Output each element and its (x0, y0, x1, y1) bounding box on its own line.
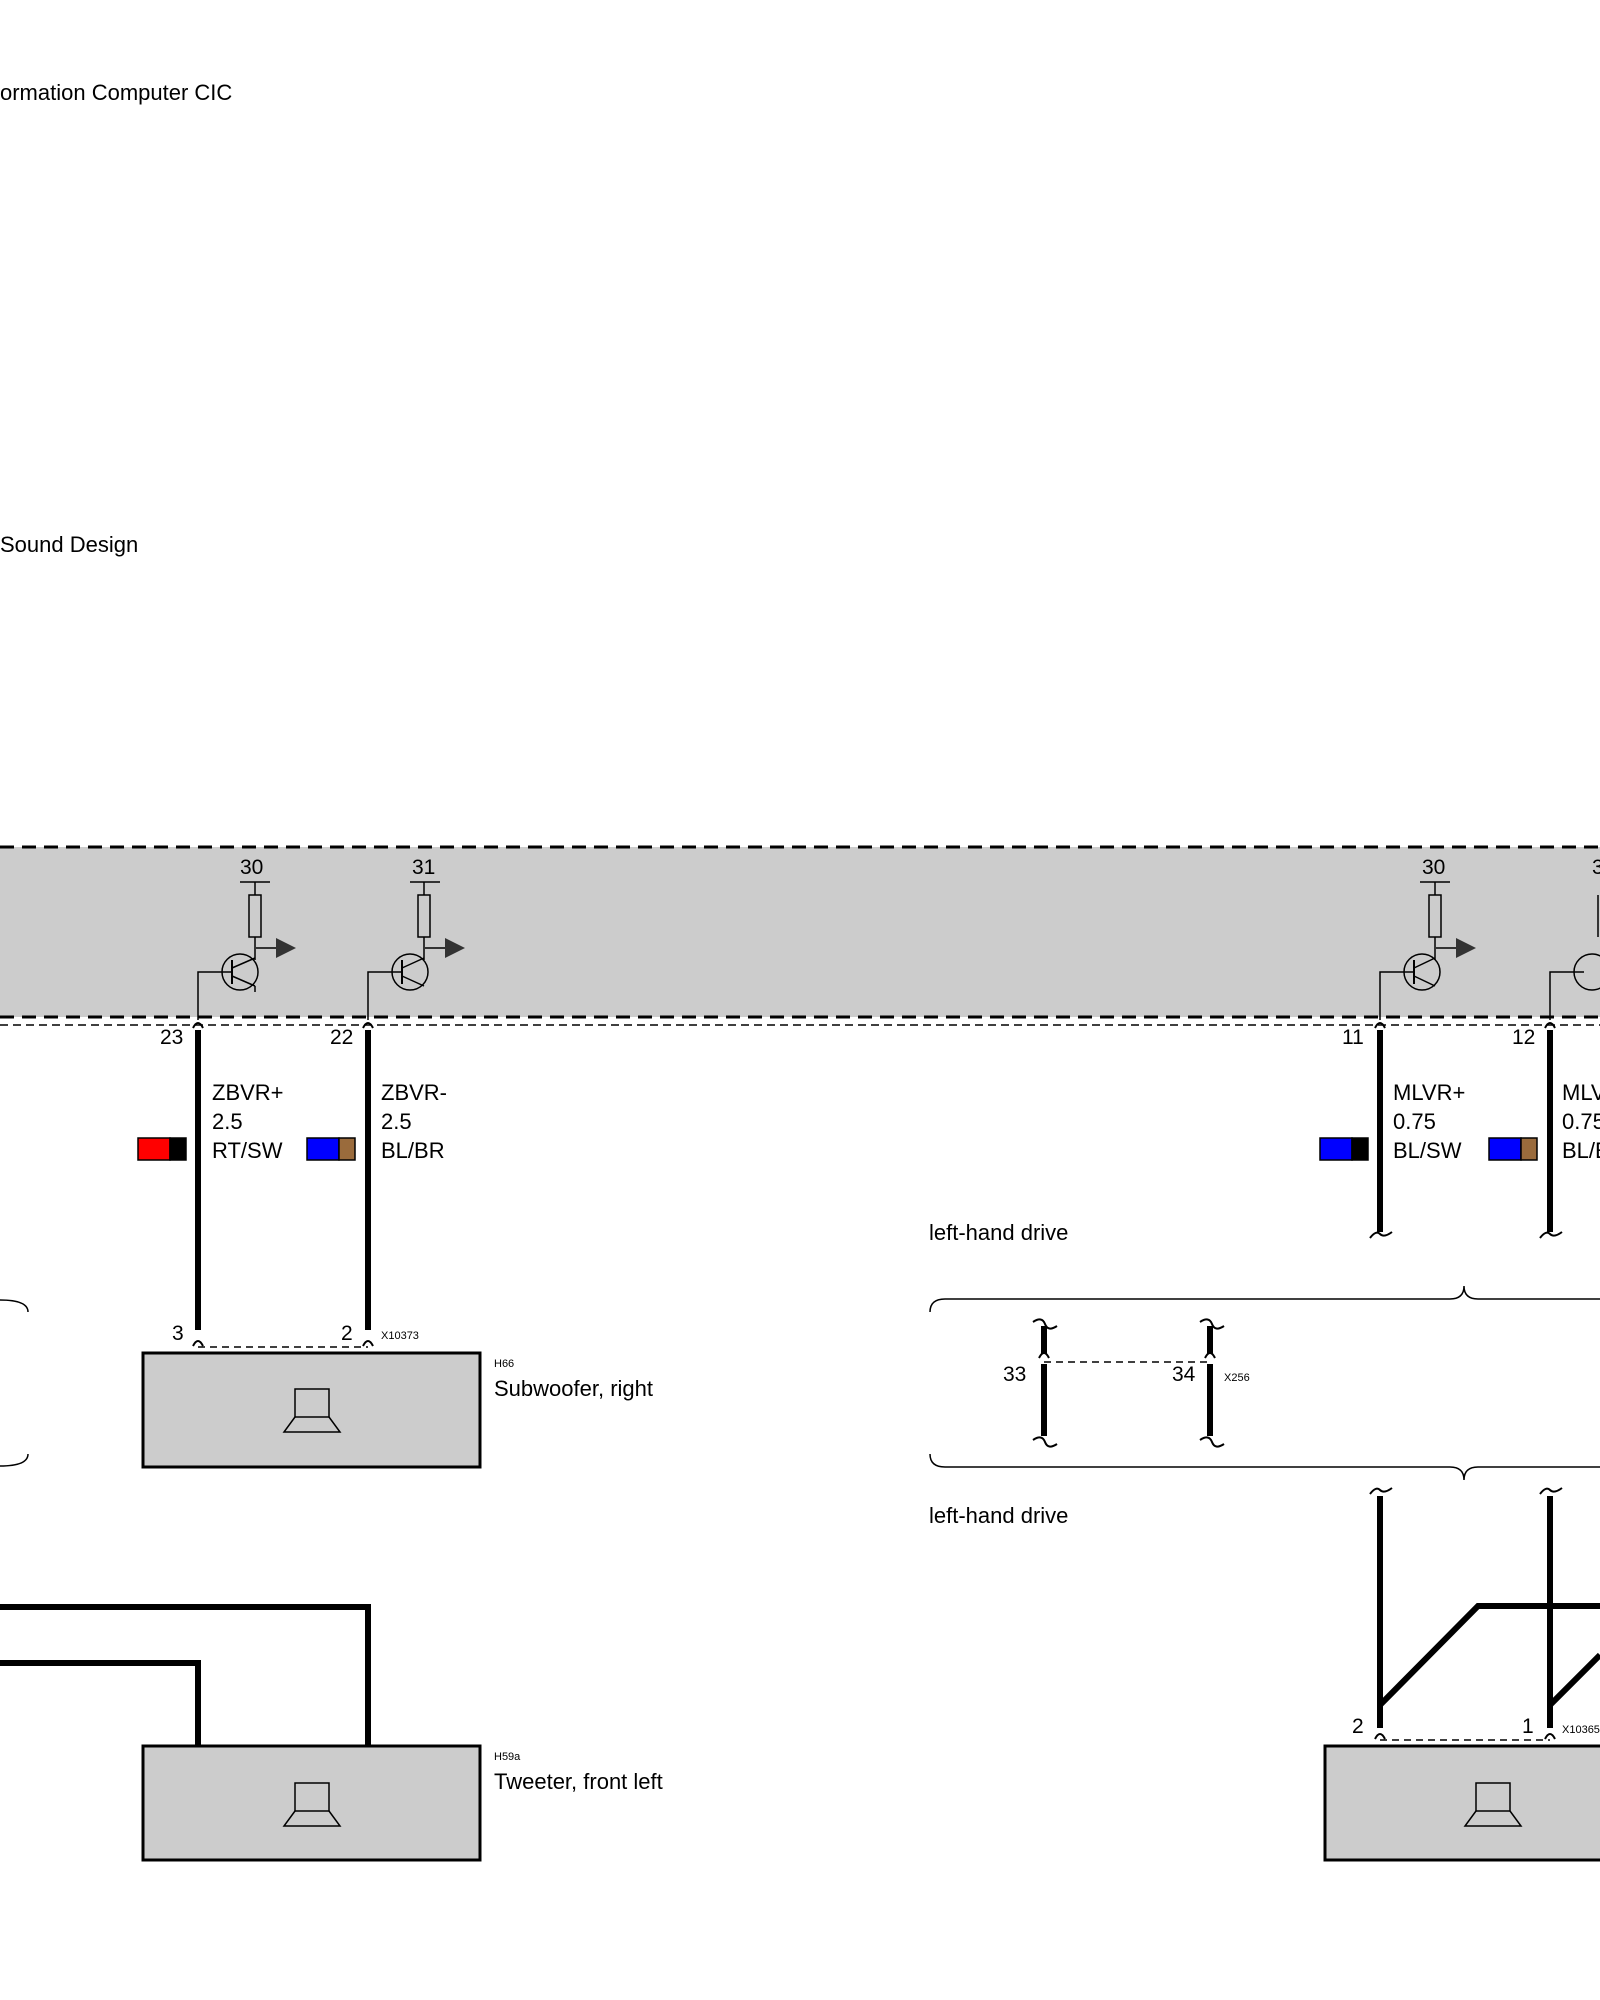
control-unit-box (0, 845, 1600, 1026)
wire-gauge: 2.5 (212, 1109, 243, 1134)
wire-gauge: 2.5 (381, 1109, 412, 1134)
lhd-note-bottom: left-hand drive (929, 1503, 1068, 1528)
wire-mlvr-neg (1539, 1022, 1563, 1239)
wire-mlvr-pos (1369, 1022, 1393, 1239)
output-stage-mlvr-pos: 30 (1379, 856, 1476, 1020)
wire-zbvr-pos (192, 1022, 204, 1330)
wire-name: MLVR+ (1393, 1080, 1465, 1105)
wire-name: ZBVR- (381, 1080, 447, 1105)
wire-label-zbvr-neg: ZBVR- 2.5 BL/BR (306, 1080, 447, 1163)
speaker-icon (1463, 1782, 1523, 1827)
pin-number: 2 (341, 1322, 353, 1345)
color-swatch-red (137, 1137, 171, 1161)
component-code: H66 (494, 1358, 514, 1370)
variant-brace-left (0, 1299, 29, 1467)
wire-gauge: 0.75 (1393, 1109, 1436, 1134)
wire-name: MLV (1562, 1080, 1600, 1105)
wire-label-zbvr-pos: ZBVR+ 2.5 RT/SW (137, 1080, 284, 1163)
color-swatch-brown (1520, 1137, 1538, 1161)
speaker-bottom-right (1323, 1744, 1600, 1862)
wire-name: ZBVR+ (212, 1080, 284, 1105)
connector-code: X10373 (381, 1330, 419, 1342)
pin-number: 33 (1003, 1363, 1026, 1386)
subwoofer-right: H66 Subwoofer, right (141, 1351, 653, 1469)
color-swatch-blue (1319, 1137, 1353, 1161)
wire-color-code: BL/SW (1393, 1138, 1462, 1163)
cic-title: ormation Computer CIC (0, 80, 232, 105)
speaker-icon (282, 1782, 342, 1827)
wire-color-code: BL/BR (381, 1138, 445, 1163)
pin-number: 34 (1172, 1363, 1196, 1386)
color-swatch-black (1351, 1137, 1369, 1161)
connector-x10365: 2 1 X10365 (1352, 1715, 1600, 1741)
wire-color-code: BL/E (1562, 1138, 1600, 1163)
supply-label: 30 (240, 856, 263, 879)
pin-number: 1 (1522, 1715, 1534, 1738)
pin-number: 12 (1512, 1026, 1535, 1049)
variant-brace-top (929, 1285, 1600, 1313)
connector-x10373: 3 2 X10373 (172, 1322, 419, 1348)
connector-code: X256 (1224, 1372, 1250, 1384)
output-stage-zbvr-neg: 31 (367, 856, 465, 1020)
wire-tweeter-front-left (0, 1604, 371, 1748)
color-swatch-black (169, 1137, 187, 1161)
sound-design-title: Sound Design (0, 532, 138, 557)
color-swatch-brown (338, 1137, 356, 1161)
wire-bottom-right-left (1369, 1487, 1600, 1728)
output-stage-mlvr-neg: 3 (1549, 856, 1600, 1020)
wire-gauge: 0.75 (1562, 1109, 1600, 1134)
lhd-note-top: left-hand drive (929, 1220, 1068, 1245)
color-swatch-blue (1488, 1137, 1522, 1161)
pin-number: 2 (1352, 1715, 1364, 1738)
component-code: H59a (494, 1751, 521, 1763)
wire-color-code: RT/SW (212, 1138, 283, 1163)
wire-label-mlvr-neg: MLV 0.75 BL/E (1488, 1080, 1600, 1163)
supply-label: 31 (412, 856, 435, 879)
component-name: Tweeter, front left (494, 1769, 663, 1794)
connector-x256: 33 34 X256 (1003, 1318, 1250, 1448)
supply-label: 30 (1422, 856, 1445, 879)
tweeter-front-left: H59a Tweeter, front left (141, 1744, 663, 1862)
wire-label-mlvr-pos: MLVR+ 0.75 BL/SW (1319, 1080, 1465, 1163)
supply-label: 3 (1592, 856, 1600, 879)
connector-code: X10365 (1562, 1724, 1600, 1736)
pin-number: 22 (330, 1026, 353, 1049)
color-swatch-blue (306, 1137, 340, 1161)
output-stage-zbvr-pos: 30 (197, 856, 296, 1020)
wire-zbvr-neg (362, 1022, 374, 1330)
component-name: Subwoofer, right (494, 1376, 653, 1401)
wire-bottom-right-right (1539, 1487, 1600, 1728)
pin-number: 23 (160, 1026, 183, 1049)
pin-number: 11 (1342, 1026, 1364, 1049)
speaker-icon (282, 1388, 342, 1433)
pin-number: 3 (172, 1322, 184, 1345)
variant-brace-bottom (929, 1453, 1600, 1481)
